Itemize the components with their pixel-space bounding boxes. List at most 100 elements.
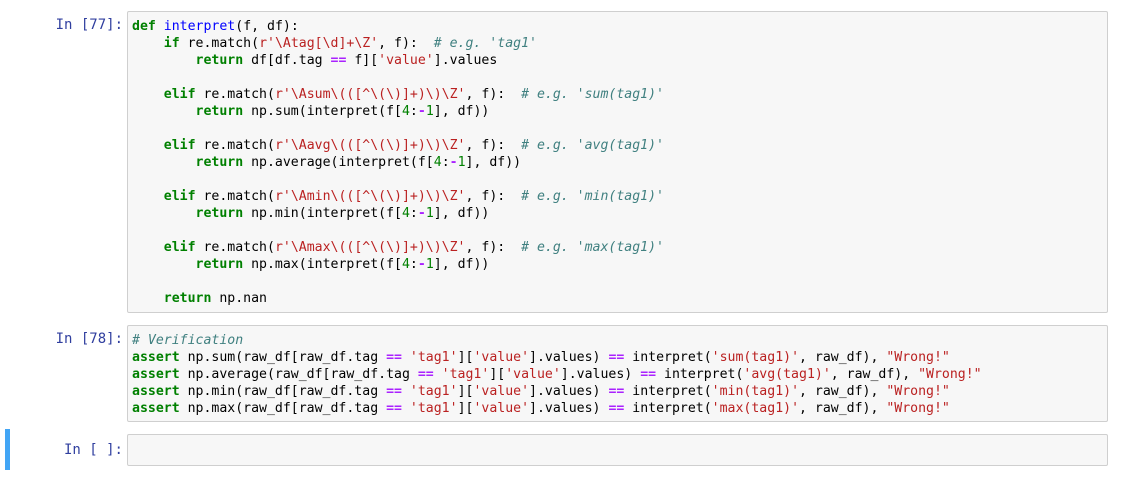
code-token: # Verification	[132, 333, 244, 348]
code-text[interactable]: # Verification assert np.sum(raw_df[raw_d…	[128, 326, 1107, 417]
code-token: ].values)	[529, 401, 609, 416]
cell-prompt: In [ ]:	[63, 442, 123, 458]
code-token: 4	[433, 155, 442, 170]
code-token: ==	[608, 384, 625, 399]
code-token: 'max(tag1)'	[711, 401, 800, 416]
code-token: if	[163, 36, 180, 51]
code-token: ].values)	[560, 367, 641, 382]
code-token: interpret(	[624, 350, 712, 365]
code-token: "Wrong!"	[918, 367, 982, 382]
code-token: ==	[608, 350, 625, 365]
code-token: assert	[132, 401, 180, 416]
code-token: return	[195, 257, 244, 272]
code-line: return df[df.tag == f]['value'].values	[132, 52, 1103, 69]
code-token: ].values	[433, 53, 498, 68]
code-token	[132, 36, 164, 51]
code-editor[interactable]	[127, 434, 1108, 466]
cell-prompt: In [77]:	[55, 17, 123, 33]
code-token: ][	[489, 367, 506, 382]
cell-selection-indicator	[5, 429, 10, 470]
code-editor[interactable]: # Verification assert np.sum(raw_df[raw_d…	[127, 325, 1108, 422]
code-line	[132, 171, 1103, 188]
code-token: 'avg(tag1)'	[743, 367, 831, 382]
code-token: 'value'	[378, 53, 434, 68]
code-token: return	[163, 291, 212, 306]
code-token	[402, 384, 410, 399]
code-token: , f):	[378, 36, 434, 51]
cell-prompt: In [78]:	[55, 331, 123, 347]
code-token: r'\Amin\(([^\(\)]+)\)\Z'	[274, 189, 466, 204]
code-token: ], df))	[433, 257, 490, 272]
code-token: :	[409, 104, 418, 119]
code-token: re.match(	[195, 138, 275, 153]
code-token: np.sum(raw_df[raw_df.tag	[179, 350, 387, 365]
code-token: re.match(	[195, 189, 275, 204]
code-line	[132, 222, 1103, 239]
code-token: 'value'	[505, 367, 561, 382]
code-cell-78[interactable]: In [78]: # Verification assert np.sum(raw…	[0, 325, 1121, 422]
code-token: :	[409, 206, 418, 221]
code-token: np.max(raw_df[raw_df.tag	[179, 401, 387, 416]
code-line: return np.sum(interpret(f[4:-1], df))	[132, 103, 1103, 120]
code-token: elif	[163, 189, 196, 204]
code-line: def interpret(f, df):	[132, 18, 1103, 35]
code-token: np.average(raw_df[raw_df.tag	[179, 367, 418, 382]
code-token: # e.g. 'avg(tag1)'	[521, 138, 664, 153]
code-line	[132, 120, 1103, 137]
code-token: elif	[163, 138, 196, 153]
code-token: ][	[457, 401, 474, 416]
code-token: ].values)	[529, 350, 609, 365]
code-token: 'min(tag1)'	[711, 384, 800, 399]
code-line: elif re.match(r'\Asum\(([^\(\)]+)\)\Z', …	[132, 86, 1103, 103]
code-token: 1	[425, 206, 434, 221]
code-token: :	[409, 257, 418, 272]
code-token: def	[132, 19, 156, 34]
code-token: -	[449, 155, 458, 170]
code-token: f][	[346, 53, 379, 68]
code-token: , raw_df),	[799, 401, 887, 416]
code-token: assert	[132, 367, 180, 382]
code-token: re.match(	[195, 87, 275, 102]
code-token: ], df))	[433, 104, 490, 119]
code-token	[132, 291, 164, 306]
code-line	[132, 273, 1103, 290]
code-token: ==	[640, 367, 657, 382]
code-line: return np.nan	[132, 290, 1103, 307]
code-token: , f):	[465, 240, 522, 255]
code-token: ][	[457, 384, 474, 399]
code-token	[402, 350, 410, 365]
code-token: re.match(	[179, 36, 260, 51]
code-token: return	[195, 206, 244, 221]
code-token: interpret(	[656, 367, 744, 382]
code-token: 'sum(tag1)'	[711, 350, 800, 365]
code-line	[132, 69, 1103, 86]
code-line: if re.match(r'\Atag[\d]+\Z', f): # e.g. …	[132, 35, 1103, 52]
code-token: np.sum(interpret(f[	[243, 104, 402, 119]
code-token: elif	[163, 240, 196, 255]
code-editor[interactable]: def interpret(f, df): if re.match(r'\Ata…	[127, 11, 1108, 313]
code-text[interactable]	[128, 435, 1107, 441]
code-token	[132, 138, 164, 153]
code-token	[132, 257, 196, 272]
code-line: assert np.min(raw_df[raw_df.tag == 'tag1…	[132, 383, 1103, 400]
code-token	[132, 189, 164, 204]
code-text[interactable]: def interpret(f, df): if re.match(r'\Ata…	[128, 12, 1107, 307]
code-token: np.nan	[211, 291, 267, 306]
code-token: ==	[386, 384, 402, 399]
code-token: 'tag1'	[441, 367, 490, 382]
code-cell-empty[interactable]: In [ ]:	[0, 434, 1121, 466]
code-token: 'value'	[473, 350, 530, 365]
code-token: # e.g. 'min(tag1)'	[521, 189, 664, 204]
code-token: np.max(interpret(f[	[243, 257, 402, 272]
code-token: re.match(	[195, 240, 275, 255]
code-token: np.min(raw_df[raw_df.tag	[179, 384, 387, 399]
code-line: assert np.max(raw_df[raw_df.tag == 'tag1…	[132, 400, 1103, 417]
code-token: , raw_df),	[830, 367, 919, 382]
code-token: r'\Amax\(([^\(\)]+)\)\Z'	[274, 240, 466, 255]
code-line: elif re.match(r'\Amin\(([^\(\)]+)\)\Z', …	[132, 188, 1103, 205]
code-cell-77[interactable]: In [77]: def interpret(f, df): if re.mat…	[0, 11, 1121, 313]
code-token: r'\Asum\(([^\(\)]+)\)\Z'	[274, 87, 466, 102]
code-line: return np.max(interpret(f[4:-1], df))	[132, 256, 1103, 273]
code-token: 'value'	[473, 401, 530, 416]
code-token	[402, 401, 410, 416]
